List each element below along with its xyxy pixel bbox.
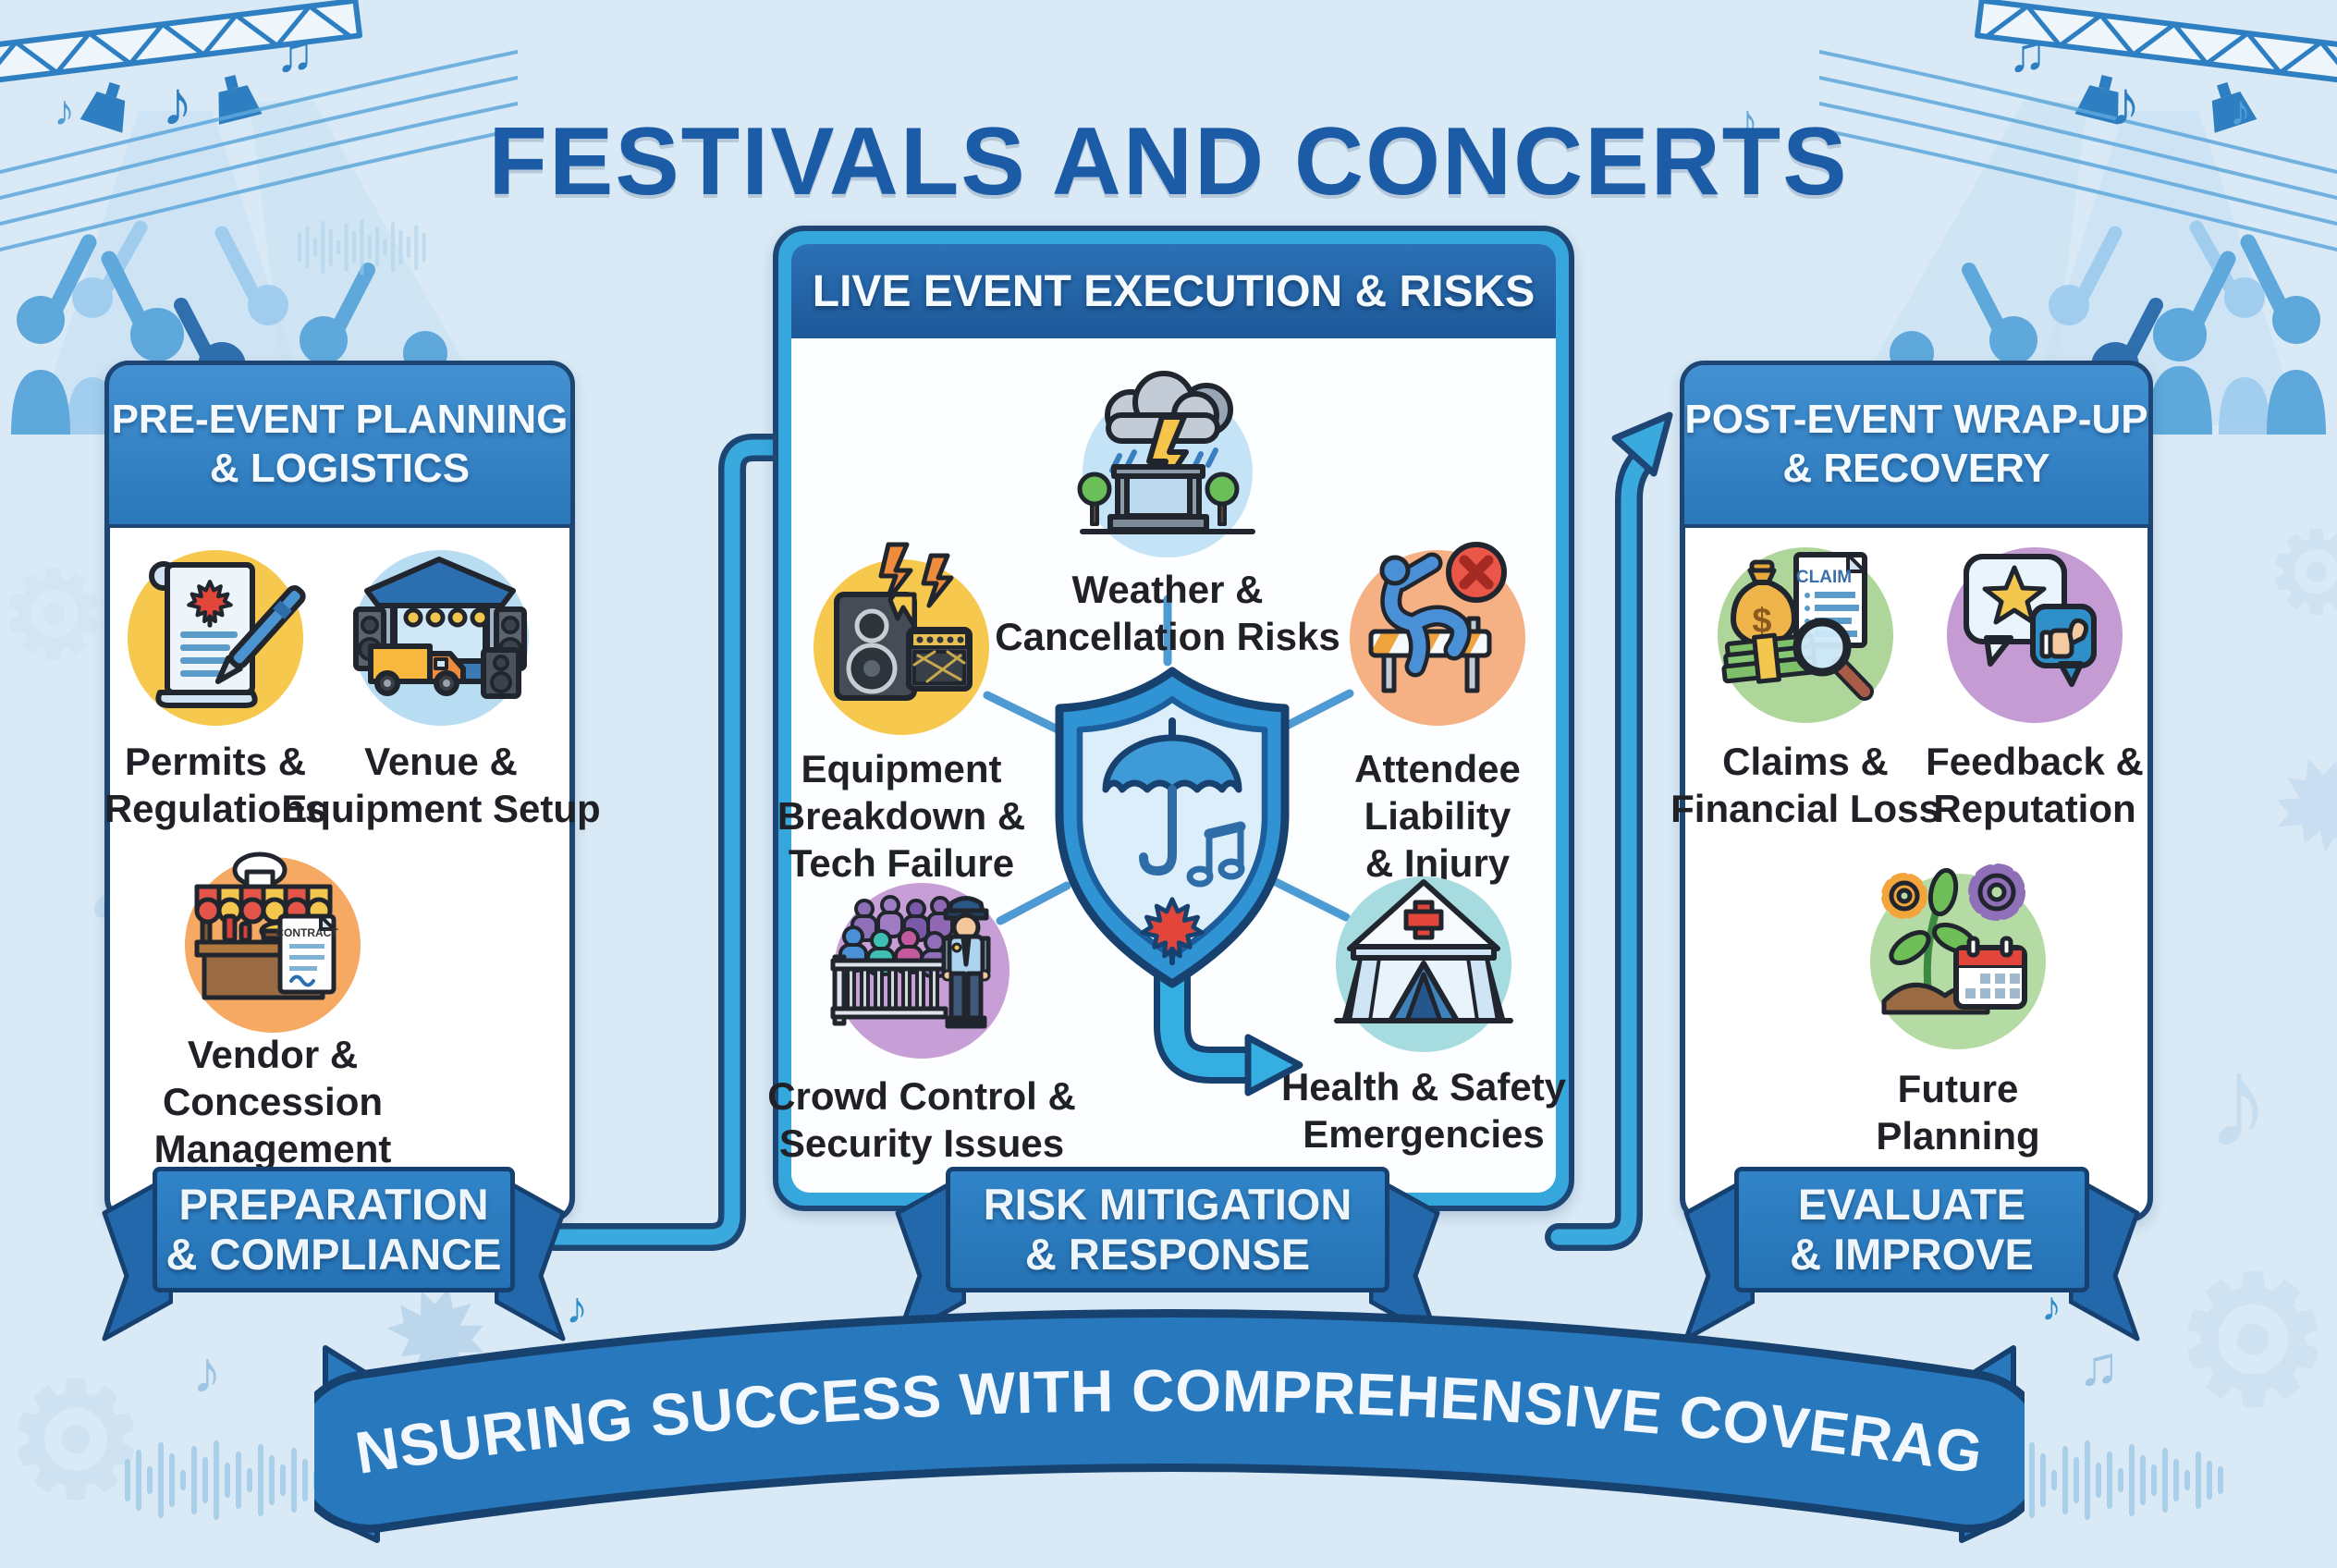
svg-text:$: $ xyxy=(1752,602,1771,641)
money-claim-magnifier-icon: CLAIM $ xyxy=(1718,547,1893,723)
music-note-icon: ♪ xyxy=(192,1339,222,1405)
music-note-icon: ♪ xyxy=(2110,68,2141,139)
maple-leaf-watermark-icon xyxy=(2277,758,2337,852)
item-label: Crowd Control & Security Issues xyxy=(767,1074,1076,1166)
item-label: Weather & Cancellation Risks xyxy=(995,568,1340,659)
star-review-thumbs-up-icon xyxy=(1947,547,2123,723)
ribbon-evaluate-improve: EVALUATE & IMPROVE xyxy=(1683,1167,2140,1341)
item-label: Health & Safety Emergencies xyxy=(1280,1065,1567,1157)
gear-watermark-icon: ⚙ xyxy=(2174,1243,2332,1439)
music-note-icon: ♪ xyxy=(566,1284,588,1333)
music-note-icon: ♫ xyxy=(2008,24,2047,82)
panel-pre-event: PRE-EVENT PLANNING & LOGISTICS xyxy=(104,361,575,1222)
truss-icon xyxy=(0,0,363,85)
item-crowd-control: Crowd Control & Security Issues xyxy=(767,864,1076,1165)
connector-right-elbow-arrow xyxy=(1545,411,1673,1251)
item-claims-financial-loss: CLAIM $ Claims & Fin xyxy=(1670,529,1940,830)
ribbon-preparation-compliance: PREPARATION & COMPLIANCE xyxy=(102,1167,566,1341)
item-future-planning-growth: Future Planning & Growth xyxy=(1856,855,2060,1205)
music-note-icon: ♫ xyxy=(275,24,314,82)
contract-label: CONTRACT xyxy=(275,926,338,939)
gear-watermark-icon: ⚙ xyxy=(0,547,108,682)
music-staff-lines xyxy=(0,50,518,251)
scroll-maple-leaf-pen-icon xyxy=(128,550,306,726)
music-note-watermark-icon: ♪ xyxy=(2206,1029,2270,1174)
gear-watermark-icon: ⚙ xyxy=(6,1354,147,1529)
item-attendee-liability: Attendee Liability & Injury xyxy=(1336,532,1539,885)
ribbon-label: PREPARATION & COMPLIANCE xyxy=(153,1167,515,1292)
spotlight-icon xyxy=(80,74,263,133)
gear-watermark-icon: ⚙ xyxy=(2267,511,2337,635)
item-health-safety: Health & Safety Emergencies xyxy=(1281,858,1566,1156)
music-note-icon: ♪ xyxy=(54,86,75,134)
light-beam xyxy=(37,111,314,425)
panel-post-event: POST-EVENT WRAP-UP & RECOVERY xyxy=(1680,361,2153,1222)
panel-post-event-header: POST-EVENT WRAP-UP & RECOVERY xyxy=(1684,365,2148,528)
broken-speaker-amp-icon xyxy=(814,542,989,735)
coverage-arrow-icon xyxy=(1154,954,1303,1096)
spoke-line xyxy=(983,594,1354,925)
item-permits-regulations: Permits & Regulations xyxy=(104,532,326,830)
ribbon-label: EVALUATE & IMPROVE xyxy=(1734,1167,2089,1292)
item-feedback-reputation: Feedback & Reputation xyxy=(1926,529,2144,830)
ribbon-label: RISK MITIGATION & RESPONSE xyxy=(946,1167,1389,1292)
item-venue-equipment-setup: Venue & Equipment Setup xyxy=(281,532,601,830)
connector-left-elbow xyxy=(541,434,792,1251)
music-note-icon: ♫ xyxy=(2078,1335,2120,1397)
item-equipment-breakdown: Equipment Breakdown & Tech Failure xyxy=(777,541,1025,885)
panel-pre-event-header: PRE-EVENT PLANNING & LOGISTICS xyxy=(109,365,570,528)
shield-umbrella-music-maple-icon xyxy=(1055,667,1303,1096)
music-note-icon: ♪ xyxy=(1736,97,1758,146)
ribbon-risk-mitigation-response: RISK MITIGATION & RESPONSE xyxy=(895,1167,1440,1341)
item-label: Permits & Regulations xyxy=(104,740,327,831)
item-label: Venue & Equipment Setup xyxy=(281,740,601,831)
item-label: Feedback & Reputation xyxy=(1926,740,2144,831)
music-note-icon xyxy=(1186,821,1246,888)
stage-truss-crowd-decoration xyxy=(1819,0,2337,435)
claim-label: CLAIM xyxy=(1796,568,1852,587)
umbrella-icon xyxy=(1102,717,1242,876)
panel-live-event-header: LIVE EVENT EXECUTION & RISKS xyxy=(791,244,1556,338)
music-note-icon: ♪ xyxy=(2041,1284,2062,1329)
crowd-police-barrier-icon xyxy=(830,883,1009,1059)
item-label: Claims & Financial Loss xyxy=(1670,740,1940,831)
music-note-icon: ♪ xyxy=(2230,86,2251,134)
stage-truck-speakers-icon xyxy=(353,550,529,726)
sound-waveform-icon xyxy=(298,219,426,276)
page-title: FESTIVALS AND CONCERTS xyxy=(488,107,1849,215)
gear-icon xyxy=(1968,864,2025,921)
gear-icon xyxy=(1881,873,1927,919)
plant-gears-calendar-icon xyxy=(1870,864,2046,1049)
maple-leaf-icon xyxy=(1140,897,1205,966)
medical-tent-icon xyxy=(1334,876,1513,1052)
music-note-icon: ♪ xyxy=(162,68,193,139)
item-label: Equipment Breakdown & Tech Failure xyxy=(777,747,1026,886)
item-label: Vendor & Concession Management xyxy=(153,1033,392,1171)
food-stall-contract-icon: CONTRACT xyxy=(185,851,361,1033)
storm-cloud-stage-icon xyxy=(1077,371,1255,557)
arrowhead-icon xyxy=(1611,411,1673,477)
item-weather-cancellation: Weather & Cancellation Risks xyxy=(995,363,1340,658)
falling-person-barrier-icon xyxy=(1350,542,1525,726)
item-vendor-concession-management: CONTRACT Vendor & Concession Management xyxy=(154,839,391,1170)
